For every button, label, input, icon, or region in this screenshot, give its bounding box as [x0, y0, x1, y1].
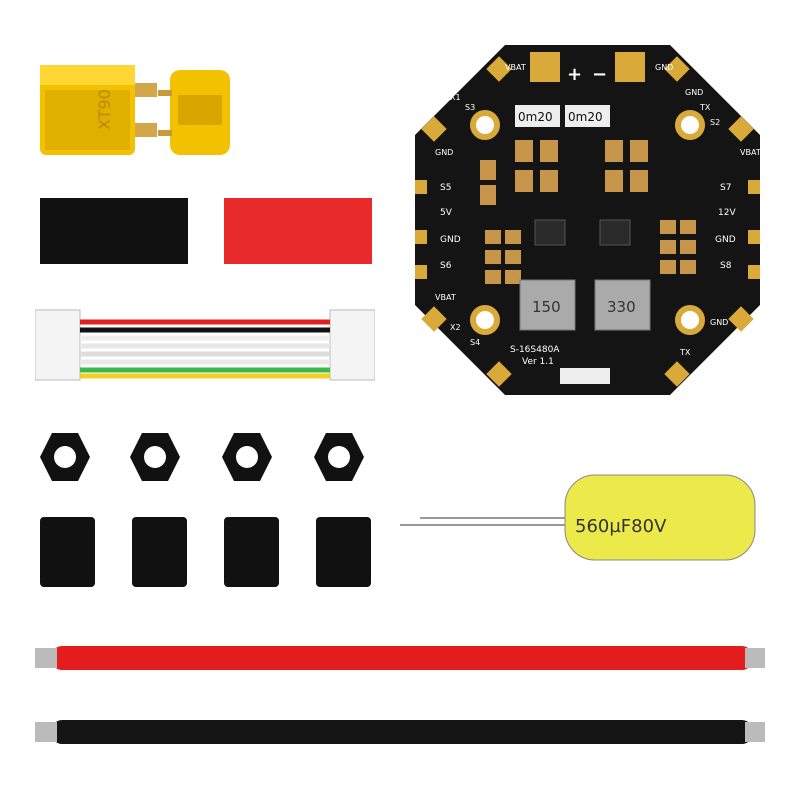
- standoff: [40, 517, 95, 587]
- pad-label-gnd-right: GND: [715, 235, 736, 245]
- hex-nut: [222, 433, 272, 481]
- standoff: [316, 517, 371, 587]
- standoff: [132, 517, 187, 587]
- resistor-2-label: 0m20: [568, 110, 603, 124]
- pad-label-s3: S3: [465, 103, 475, 112]
- pad-label-vbat-left: VBAT: [435, 293, 456, 302]
- hex-nut-row: [40, 433, 364, 481]
- pad-label-s2: S2: [710, 118, 720, 127]
- xt-marking: XT90: [95, 89, 114, 130]
- inductor-2-label: 330: [607, 298, 636, 316]
- pad-label-s8: S8: [720, 261, 732, 271]
- hex-nut: [314, 433, 364, 481]
- pad-label-gnd-top-right: GND: [685, 88, 703, 97]
- board-version: Ver 1.1: [522, 357, 554, 367]
- pad-label-gnd-left: GND: [440, 235, 461, 245]
- xt-connector-female: [158, 70, 230, 155]
- minus-sign: −: [592, 64, 607, 85]
- pad-label-s5: S5: [440, 183, 451, 193]
- resistor-1-label: 0m20: [518, 110, 553, 124]
- red-wire: [35, 646, 765, 670]
- board-model: S-16S480A: [510, 345, 560, 355]
- xt-connector-pair: XT90: [40, 65, 230, 155]
- pad-label-12v: 12V: [718, 208, 736, 218]
- pad-label-s7: S7: [720, 183, 731, 193]
- pad-label-s6: S6: [440, 261, 452, 271]
- xt-connector-male: XT90: [40, 65, 157, 155]
- pad-label-x1: X1: [450, 93, 461, 102]
- standoff: [224, 517, 279, 587]
- capacitor-label: 560µF80V: [575, 516, 667, 537]
- pad-label-tx-top: TX: [699, 103, 711, 112]
- plus-sign: +: [567, 64, 582, 85]
- standoff-row: [40, 517, 371, 587]
- pad-label-5v: 5V: [440, 208, 453, 218]
- electrolytic-capacitor: 560µF80V: [400, 474, 756, 561]
- pad-label-s4: S4: [470, 338, 480, 347]
- pad-label-gnd-bottom-right: GND: [710, 318, 728, 327]
- heat-shrink-black: [40, 198, 188, 264]
- silicone-wires: [35, 646, 765, 744]
- pad-label-gnd-top: GND: [655, 63, 673, 72]
- pad-label-tx-bottom: TX: [679, 348, 691, 357]
- power-distribution-board: + − 0m20 0m20 150 330 S-16S480A Ver 1.1 …: [415, 45, 761, 395]
- pad-label-vbat-top: VBAT: [505, 63, 526, 72]
- hex-nut: [40, 433, 90, 481]
- pad-label-vbat-right: VBAT: [740, 148, 761, 157]
- pad-label-gnd-upper-left: GND: [435, 148, 453, 157]
- hex-nut: [130, 433, 180, 481]
- ribbon-cable: [35, 309, 375, 381]
- pad-label-x2: X2: [450, 323, 461, 332]
- inductor-1-label: 150: [532, 298, 561, 316]
- heat-shrink-red: [224, 198, 372, 264]
- black-wire: [35, 720, 765, 744]
